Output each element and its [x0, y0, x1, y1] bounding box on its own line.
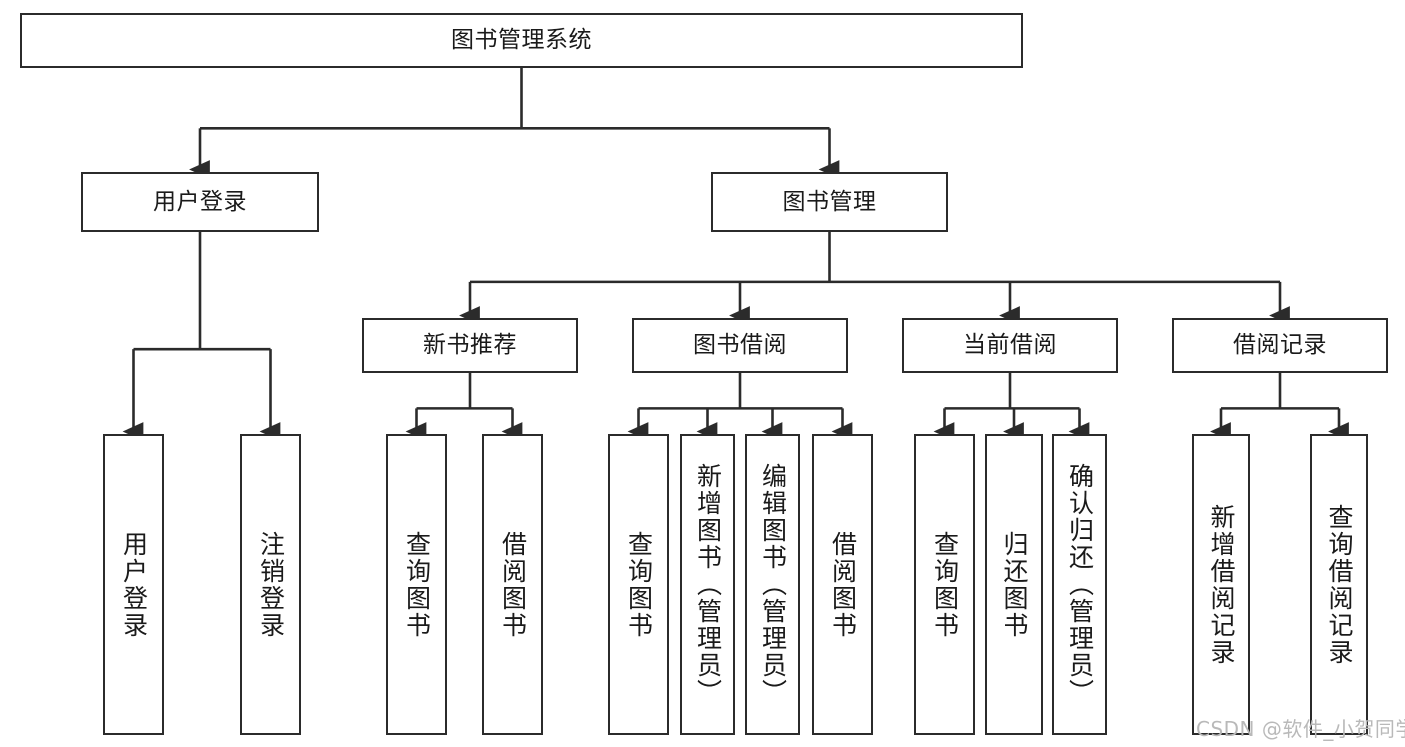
edge-bus: [470, 232, 1280, 284]
node-leaf-borrow-book-2[interactable]: 借阅图书: [812, 434, 873, 735]
node-label: 新增借阅记录: [1207, 503, 1236, 666]
node-leaf-query-book-2[interactable]: 查询图书: [608, 434, 669, 735]
watermark: CSDN @软件_小贺同学: [1196, 717, 1405, 741]
node-label: 借阅图书: [828, 530, 858, 639]
node-leaf-query-book-3[interactable]: 查询图书: [914, 434, 975, 735]
node-leaf-add-record[interactable]: 新增借阅记录: [1192, 434, 1250, 735]
node-leaf-confirm-return[interactable]: 确认归还（管理员）: [1052, 434, 1107, 735]
node-label: 查询图书: [624, 530, 654, 639]
node-label: 图书管理: [782, 188, 877, 215]
edge-bus: [200, 68, 830, 130]
node-leaf-query-book-1[interactable]: 查询图书: [386, 434, 447, 735]
node-label: 图书管理系统: [451, 27, 592, 54]
node-leaf-return-book[interactable]: 归还图书: [985, 434, 1043, 735]
node-label: 编辑图书（管理员）: [758, 463, 788, 706]
node-new-book-recommend[interactable]: 新书推荐: [362, 318, 578, 373]
node-leaf-borrow-book-1[interactable]: 借阅图书: [482, 434, 543, 735]
node-label: 图书借阅: [693, 332, 787, 359]
node-leaf-add-book[interactable]: 新增图书（管理员）: [680, 434, 735, 735]
node-label: 注销登录: [256, 530, 286, 639]
edge-bus: [638, 373, 843, 410]
node-borrow-record[interactable]: 借阅记录: [1172, 318, 1388, 373]
node-label: 借阅图书: [498, 530, 528, 639]
node-user-login[interactable]: 用户登录: [81, 172, 319, 232]
edge-bus: [416, 373, 513, 410]
edge-bus: [133, 232, 271, 351]
node-current-borrow[interactable]: 当前借阅: [902, 318, 1118, 373]
node-label: 用户登录: [153, 188, 247, 215]
node-label: 新增图书（管理员）: [693, 463, 723, 706]
node-book-manage[interactable]: 图书管理: [711, 172, 948, 232]
edge-bus: [944, 373, 1080, 410]
node-label: 查询借阅记录: [1325, 503, 1354, 666]
node-leaf-query-record[interactable]: 查询借阅记录: [1310, 434, 1368, 735]
node-label: 借阅记录: [1233, 332, 1327, 359]
node-book-borrow[interactable]: 图书借阅: [632, 318, 848, 373]
node-label: 用户登录: [119, 530, 149, 639]
edge-bus: [1221, 373, 1339, 410]
node-label: 新书推荐: [423, 332, 517, 359]
node-label: 确认归还（管理员）: [1065, 463, 1095, 706]
node-label: 查询图书: [402, 530, 432, 639]
node-leaf-logout[interactable]: 注销登录: [240, 434, 301, 735]
node-label: 归还图书: [1000, 530, 1029, 639]
node-label: 查询图书: [930, 530, 960, 639]
node-leaf-user-login[interactable]: 用户登录: [103, 434, 164, 735]
node-leaf-edit-book[interactable]: 编辑图书（管理员）: [745, 434, 800, 735]
node-root[interactable]: 图书管理系统: [20, 13, 1023, 68]
node-label: 当前借阅: [963, 332, 1057, 359]
